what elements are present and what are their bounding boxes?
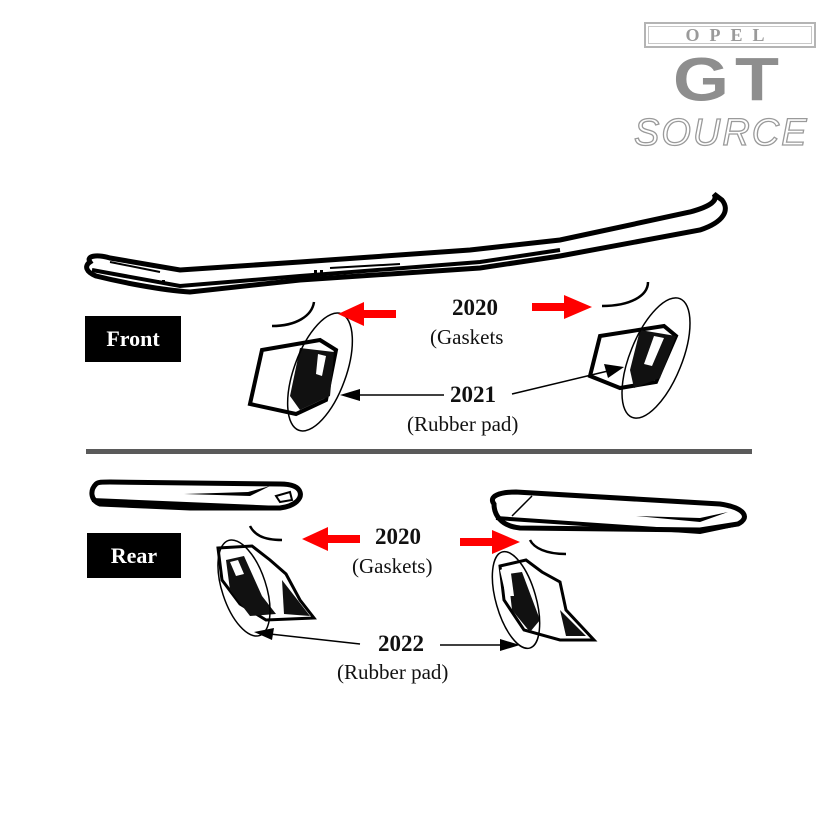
front-gasket-arrow-left — [338, 302, 396, 326]
front-gasket-arrow-right — [532, 295, 592, 319]
section-label-rear: Rear — [87, 533, 181, 578]
logo-tagline-text: SOURCE — [633, 111, 809, 154]
front-gasket-caption: (Gaskets — [430, 325, 504, 349]
front-bumper-illustration — [84, 192, 728, 295]
front-left-gasket — [271, 301, 316, 328]
section-divider — [86, 449, 752, 454]
front-pad-caption: (Rubber pad) — [407, 412, 519, 436]
rear-pad-pointer-right — [440, 639, 520, 651]
front-left-rubber-pad — [247, 312, 354, 432]
rear-gasket-arrow-left — [302, 527, 360, 551]
rear-right-bumper-illustration — [490, 489, 747, 535]
front-pad-part-number: 2021 — [450, 382, 496, 407]
rear-left-bumper-illustration — [89, 479, 303, 511]
rear-pad-part-number: 2022 — [378, 631, 424, 656]
rear-left-gasket — [248, 525, 283, 542]
front-gasket-part-number: 2020 — [452, 295, 498, 320]
front-pad-pointer-right — [511, 364, 624, 395]
front-right-gasket — [601, 281, 650, 308]
rear-gasket-part-number: 2020 — [375, 524, 421, 549]
rear-right-rubber-pad — [491, 550, 598, 650]
front-right-rubber-pad — [587, 297, 691, 419]
logo-model-text: GT — [673, 46, 785, 114]
section-label-front: Front — [85, 316, 181, 362]
rear-right-gasket — [528, 539, 567, 556]
rear-left-rubber-pad — [216, 539, 317, 637]
logo-opel-box: OPEL — [644, 22, 816, 48]
rear-pad-pointer-left — [254, 628, 361, 645]
rear-pad-caption: (Rubber pad) — [337, 660, 449, 684]
rear-gasket-caption: (Gaskets) — [352, 554, 433, 578]
logo-brand-text: OPEL — [648, 25, 812, 45]
rear-gasket-arrow-right — [460, 530, 520, 554]
front-pad-pointer-left — [340, 389, 444, 401]
